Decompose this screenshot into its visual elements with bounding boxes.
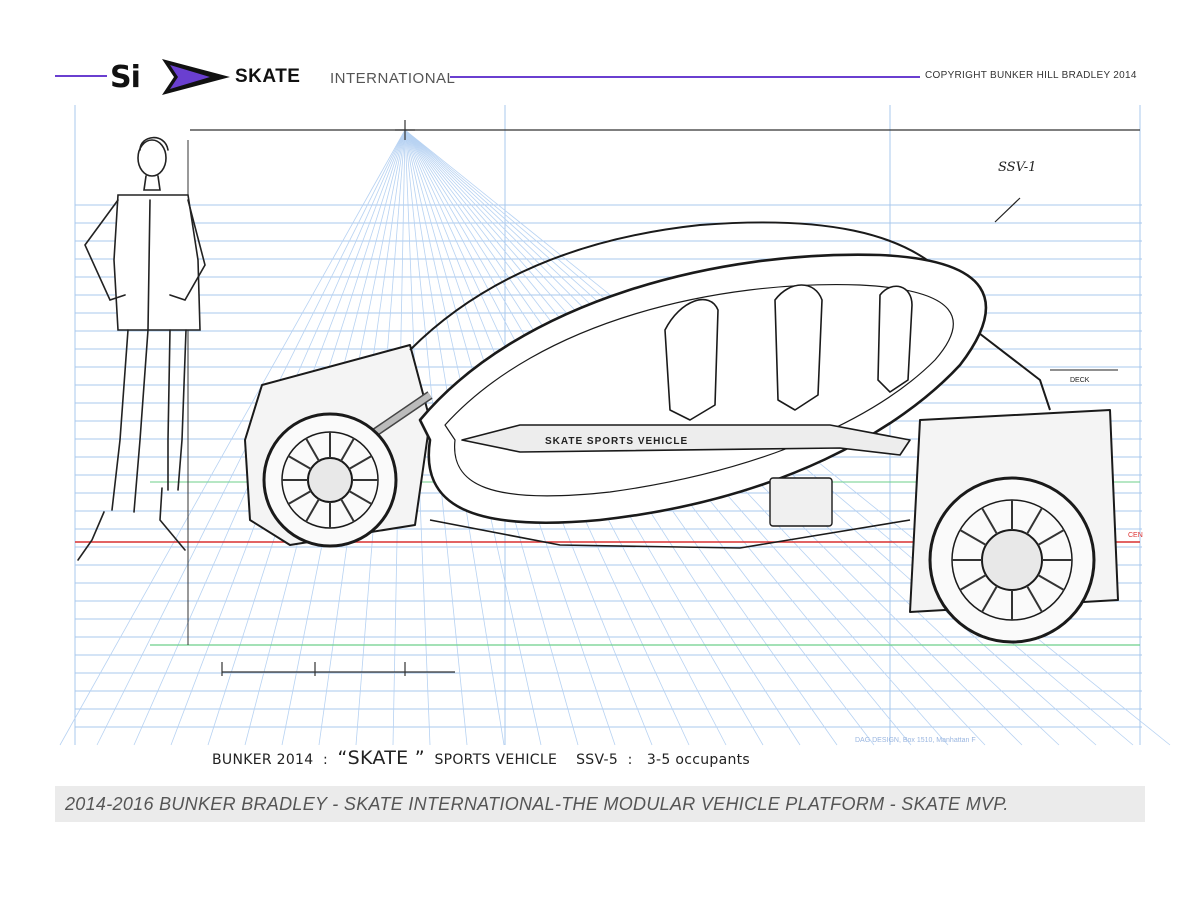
logo-si-mark: Si: [110, 60, 141, 95]
logo-international-text: INTERNATIONAL: [330, 70, 456, 87]
human-scale-figure: [77, 136, 206, 561]
designer-signature: SSV-1: [998, 160, 1037, 175]
vehicle-side-label: SKATE SPORTS VEHICLE: [545, 436, 688, 447]
wheel-spoke: [1026, 585, 1043, 613]
wheel-spoke: [959, 529, 987, 546]
wheel-spoke: [305, 498, 320, 523]
wheel-spoke: [348, 490, 373, 505]
header-accent-line-left: [55, 75, 107, 77]
header-accent-line-right: [450, 76, 920, 78]
wheel-spoke: [981, 507, 998, 535]
logo-skate-text: SKATE: [235, 66, 301, 87]
studio-note: DAG DESIGN, Box 1510, Manhattan F: [855, 737, 976, 744]
center-mark-label: CEN: [1128, 532, 1143, 539]
wheel-spoke: [287, 490, 312, 505]
copyright-notice: COPYRIGHT BUNKER HILL BRADLEY 2014: [925, 70, 1137, 81]
caption-part-1: BUNKER 2014 :: [212, 752, 338, 768]
footer-title: 2014-2016 BUNKER BRADLEY - SKATE INTERNA…: [65, 794, 1009, 814]
wheel-spoke: [287, 455, 312, 470]
wheel-spoke: [1037, 529, 1065, 546]
caption-part-2: SPORTS VEHICLE SSV-5 : 3-5 occupants: [424, 752, 751, 768]
wheel-spoke: [340, 498, 355, 523]
deck-mark: DECK: [1070, 377, 1090, 384]
vehicle-caption: BUNKER 2014 : “SKATE ” SPORTS VEHICLE SS…: [212, 747, 750, 769]
footer-band: [55, 786, 1145, 822]
wheel-spoke: [348, 455, 373, 470]
wheel-spoke: [981, 585, 998, 613]
wheel-spoke: [340, 437, 355, 462]
front-wheel: [262, 412, 398, 548]
wheel-spoke: [1037, 574, 1065, 591]
wheel-spoke: [1026, 507, 1043, 535]
caption-skate: “SKATE ”: [337, 747, 425, 769]
logo-arrow-icon: [162, 59, 230, 95]
wheel-spoke: [305, 437, 320, 462]
perspective-ray: [59, 129, 406, 746]
wheel-spoke: [959, 574, 987, 591]
